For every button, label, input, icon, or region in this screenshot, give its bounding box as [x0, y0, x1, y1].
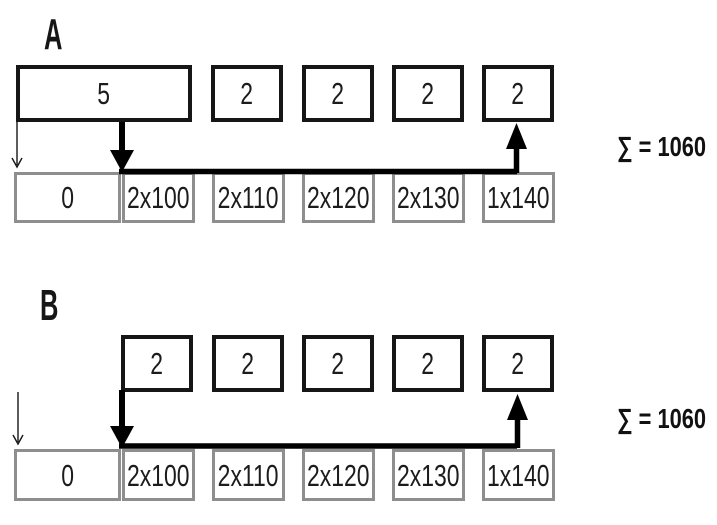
sum-label: ∑ = 1060 — [617, 403, 707, 434]
slot-box: 2x130 — [392, 172, 465, 223]
value-box: 2 — [212, 335, 284, 392]
slot-box-text: 2x110 — [218, 180, 279, 215]
value-box: 2 — [392, 335, 464, 392]
transfer-down-arrow — [110, 390, 134, 448]
sum-label: ∑ = 1060 — [617, 131, 707, 162]
value-box: 2 — [302, 335, 374, 392]
slot-box: 1x140 — [482, 449, 555, 501]
slot-box-text: 2x130 — [397, 180, 460, 215]
slot-box-text: 0 — [61, 180, 74, 215]
value-box-text: 2 — [331, 76, 345, 111]
slot-box: 2x120 — [302, 172, 375, 223]
value-box-text: 2 — [331, 346, 345, 381]
section-a-label: A — [44, 10, 63, 59]
slot-box-text: 2x110 — [218, 457, 279, 493]
value-box-text: 2 — [241, 346, 255, 381]
value-box-text: 5 — [97, 76, 111, 111]
value-box-text: 2 — [421, 346, 435, 381]
slot-box-text: 2x100 — [127, 457, 190, 493]
slot-box-text: 0 — [61, 457, 74, 493]
value-box-text: 2 — [511, 76, 525, 111]
value-box: 2 — [211, 65, 283, 122]
section-a-arrows — [11, 122, 527, 175]
slot-box-text: 2x120 — [307, 457, 370, 493]
value-box-text: 2 — [511, 346, 525, 381]
slot-box: 2x130 — [392, 449, 465, 501]
slot-box: 2x110 — [212, 172, 285, 223]
transfer-up-arrow — [506, 123, 527, 173]
slot-box-text: 2x130 — [397, 457, 460, 493]
value-box: 2 — [392, 65, 464, 122]
slot-box-text: 2x120 — [307, 180, 370, 215]
value-box: 2 — [482, 65, 554, 122]
slot-box: 2x110 — [212, 449, 285, 501]
slot-box-text: 2x100 — [127, 180, 190, 215]
thin-down-arrow — [12, 392, 24, 446]
value-box: 2 — [482, 335, 554, 392]
value-box-text: 2 — [240, 76, 254, 111]
value-box: 2 — [302, 65, 374, 122]
thin-down-arrow — [11, 122, 23, 169]
transfer-down-arrow — [110, 122, 134, 172]
transfer-up-arrow — [507, 394, 528, 448]
slot-box: 2x120 — [302, 449, 375, 501]
slot-box-text: 1x140 — [487, 457, 550, 493]
slot-box: 2x100 — [122, 449, 195, 501]
value-box-text: 2 — [150, 346, 164, 381]
slot-box-text: 1x140 — [487, 180, 550, 215]
slot-box: 0 — [14, 449, 121, 501]
slot-box: 2x100 — [122, 172, 195, 223]
slot-box: 1x140 — [482, 172, 555, 223]
value-box: 2 — [121, 335, 193, 392]
value-box: 5 — [16, 65, 192, 122]
value-box-text: 2 — [421, 76, 435, 111]
section-b-label: B — [40, 281, 59, 330]
slot-box: 0 — [14, 172, 121, 223]
section-b-arrows — [12, 390, 528, 449]
